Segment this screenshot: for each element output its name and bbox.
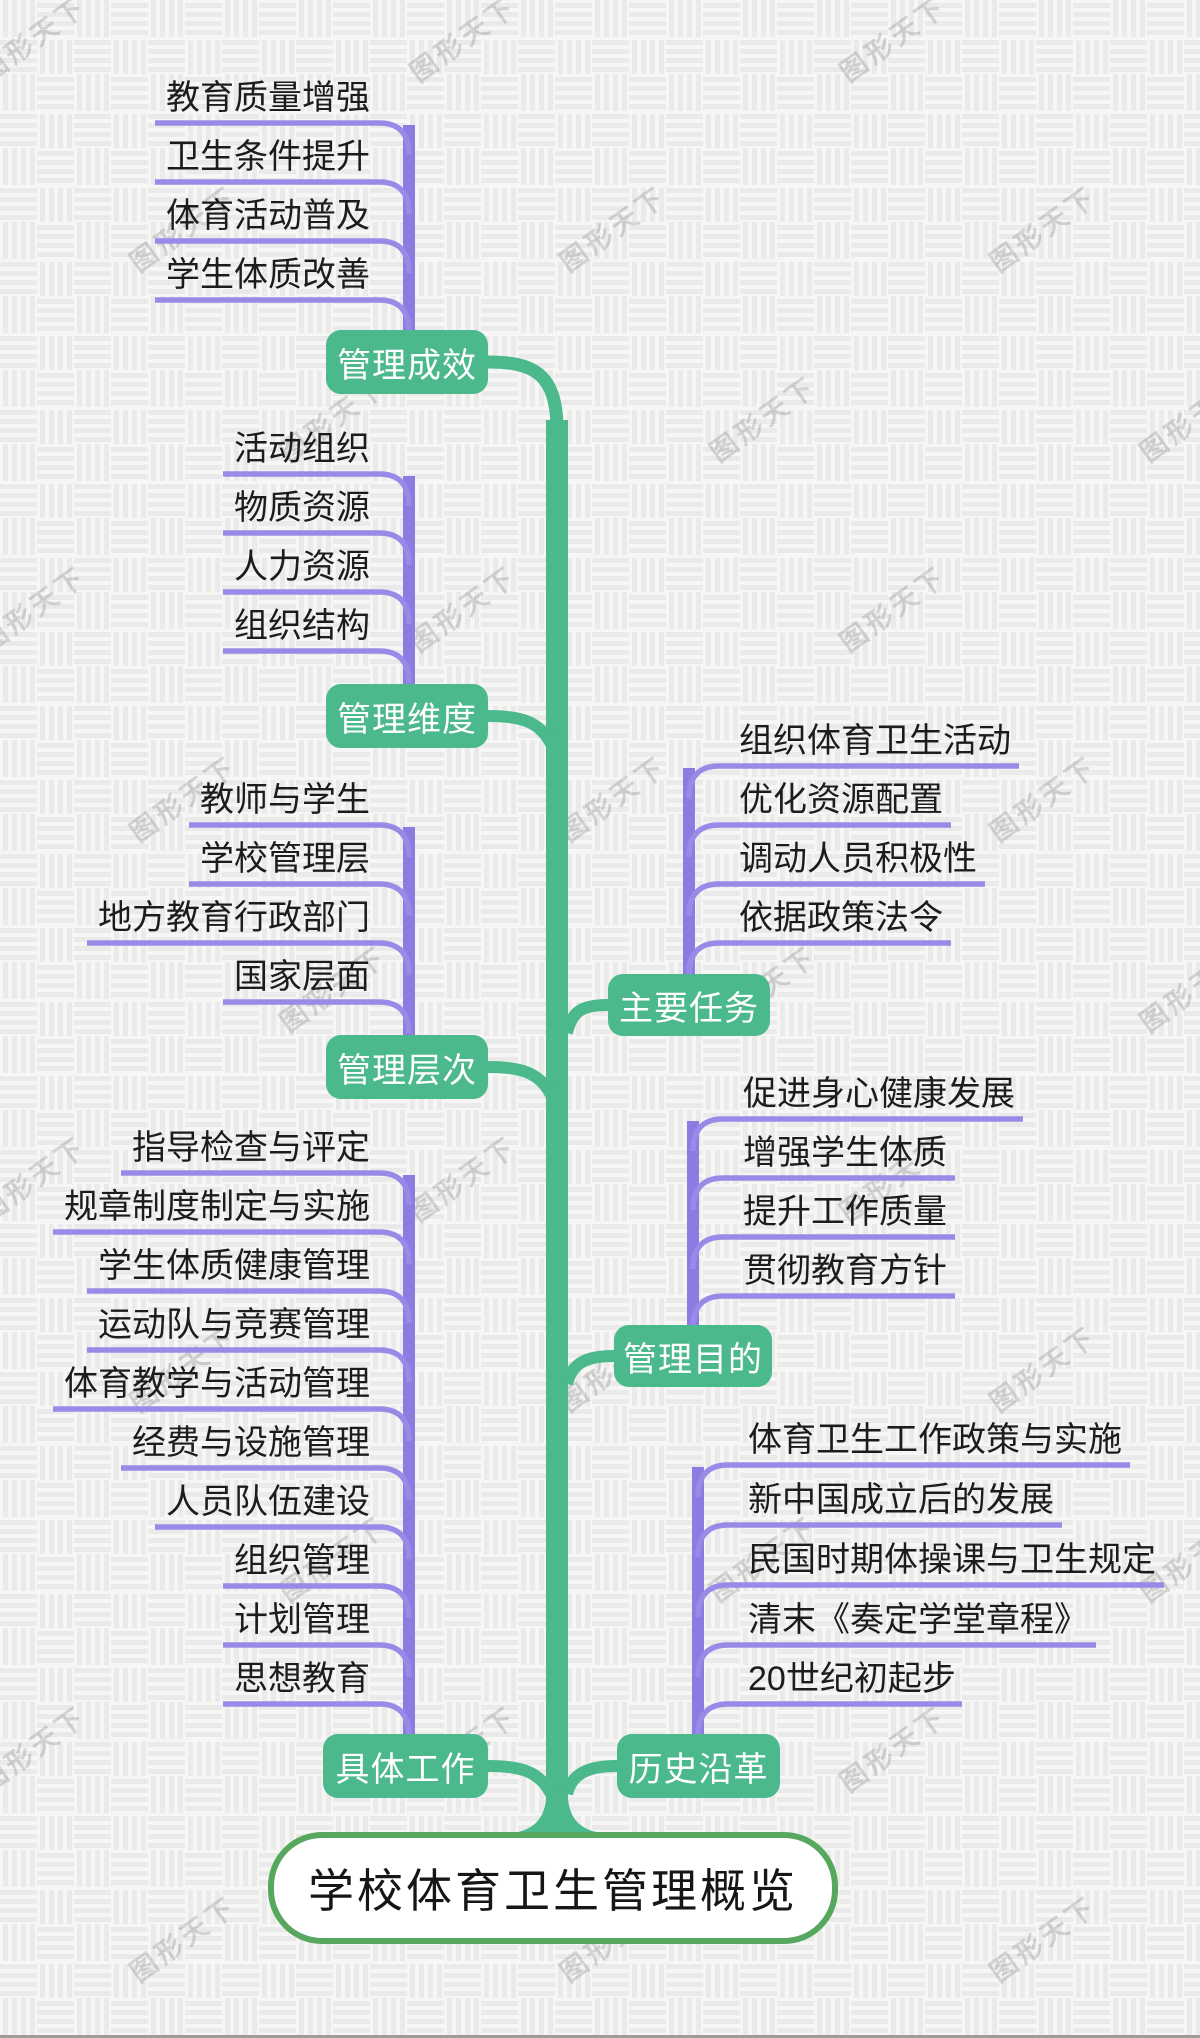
leaf-node[interactable]: 调动人员积极性 [739, 840, 977, 878]
connector-path [223, 589, 412, 625]
leaf-node[interactable]: 组织体育卫生活动 [739, 722, 1011, 760]
connector-path [223, 471, 412, 507]
leaf-node[interactable]: 依据政策法令 [739, 899, 943, 937]
leaf-node[interactable]: 新中国成立后的发展 [748, 1481, 1054, 1519]
connector-path [223, 999, 412, 1035]
leaf-node[interactable]: 运动队与竞赛管理 [98, 1306, 370, 1344]
connector-path [561, 1350, 615, 1386]
branch-node[interactable]: 历史沿革 [617, 1734, 780, 1798]
connector-path [223, 1642, 412, 1678]
branch-node[interactable]: 管理目的 [614, 1325, 772, 1387]
leaf-node[interactable]: 指导检查与评定 [132, 1129, 370, 1167]
branch-node[interactable]: 管理层次 [326, 1035, 488, 1099]
connector-path [87, 1347, 412, 1383]
leaf-node[interactable]: 组织结构 [234, 607, 370, 645]
leaf-node[interactable]: 计划管理 [234, 1601, 370, 1639]
branch-node[interactable]: 管理维度 [326, 684, 488, 748]
leaf-node[interactable]: 规章制度制定与实施 [64, 1188, 370, 1226]
leaf-node[interactable]: 增强学生体质 [743, 1134, 947, 1172]
page-bottom-edge [0, 2035, 1200, 2038]
connector-path [686, 881, 985, 917]
branch-node[interactable]: 管理成效 [326, 330, 488, 394]
connector-path [561, 999, 609, 1035]
leaf-node[interactable]: 物质资源 [234, 489, 370, 527]
connector-path [53, 1406, 412, 1442]
connector-path [487, 355, 564, 431]
connector-path [189, 822, 412, 858]
connector-path [568, 1798, 602, 1833]
leaf-node[interactable]: 20世纪初起步 [748, 1660, 956, 1698]
connector-path [695, 1462, 1130, 1498]
branch-node[interactable]: 具体工作 [323, 1734, 488, 1798]
connector-path [686, 940, 951, 976]
leaf-node[interactable]: 人力资源 [234, 548, 370, 586]
connector-path [695, 1522, 1062, 1558]
connector-path [121, 1170, 412, 1206]
connector-path [686, 822, 951, 858]
leaf-node[interactable]: 学生体质改善 [166, 256, 370, 294]
leaf-node[interactable]: 卫生条件提升 [166, 138, 370, 176]
leaf-node[interactable]: 优化资源配置 [739, 781, 943, 819]
connector-path [690, 1234, 955, 1270]
connector-path [695, 1701, 962, 1737]
connector-path [695, 1642, 1096, 1678]
connector-path [223, 648, 412, 684]
leaf-node[interactable]: 促进身心健康发展 [743, 1075, 1015, 1113]
connector-path [487, 710, 557, 747]
leaf-node[interactable]: 地方教育行政部门 [98, 899, 370, 937]
connector-path [561, 1760, 618, 1796]
connector-path [155, 297, 412, 333]
connector-path [223, 1583, 412, 1619]
leaf-node[interactable]: 体育活动普及 [166, 197, 370, 235]
leaf-node[interactable]: 清末《奏定学堂章程》 [748, 1601, 1088, 1639]
leaf-node[interactable]: 体育教学与活动管理 [64, 1365, 370, 1403]
root-node[interactable]: 学校体育卫生管理概览 [268, 1832, 838, 1944]
connector-path [155, 1524, 412, 1560]
leaf-node[interactable]: 教育质量增强 [166, 79, 370, 117]
connector-path [155, 120, 412, 156]
leaf-node[interactable]: 体育卫生工作政策与实施 [748, 1421, 1122, 1459]
leaf-node[interactable]: 教师与学生 [200, 781, 370, 819]
connector-path [690, 1293, 955, 1329]
connector-path [121, 1465, 412, 1501]
connector-path [155, 179, 412, 215]
branch-node[interactable]: 主要任务 [608, 974, 770, 1036]
leaf-node[interactable]: 贯彻教育方针 [743, 1252, 947, 1290]
connector-path [87, 940, 412, 976]
leaf-node[interactable]: 活动组织 [234, 430, 370, 468]
connector-path [223, 530, 412, 566]
connector-path [223, 1701, 412, 1737]
leaf-node[interactable]: 学生体质健康管理 [98, 1247, 370, 1285]
connector-path [87, 1288, 412, 1324]
connector-path [487, 1061, 557, 1098]
leaf-node[interactable]: 学校管理层 [200, 840, 370, 878]
connector-path [155, 238, 412, 274]
connector-path [695, 1582, 1164, 1618]
connector-path [53, 1229, 412, 1265]
leaf-node[interactable]: 提升工作质量 [743, 1193, 947, 1231]
leaf-node[interactable]: 民国时期体操课与卫生规定 [748, 1541, 1156, 1579]
leaf-node[interactable]: 国家层面 [234, 958, 370, 996]
leaf-node[interactable]: 经费与设施管理 [132, 1424, 370, 1462]
connector-path [189, 881, 412, 917]
connector-path [686, 763, 1019, 799]
connector-path [690, 1175, 955, 1211]
leaf-node[interactable]: 组织管理 [234, 1542, 370, 1580]
leaf-node[interactable]: 人员队伍建设 [166, 1483, 370, 1521]
connector-path [690, 1116, 1023, 1152]
connector-path [487, 1760, 557, 1797]
connector-path [512, 1798, 546, 1833]
leaf-node[interactable]: 思想教育 [234, 1660, 370, 1698]
